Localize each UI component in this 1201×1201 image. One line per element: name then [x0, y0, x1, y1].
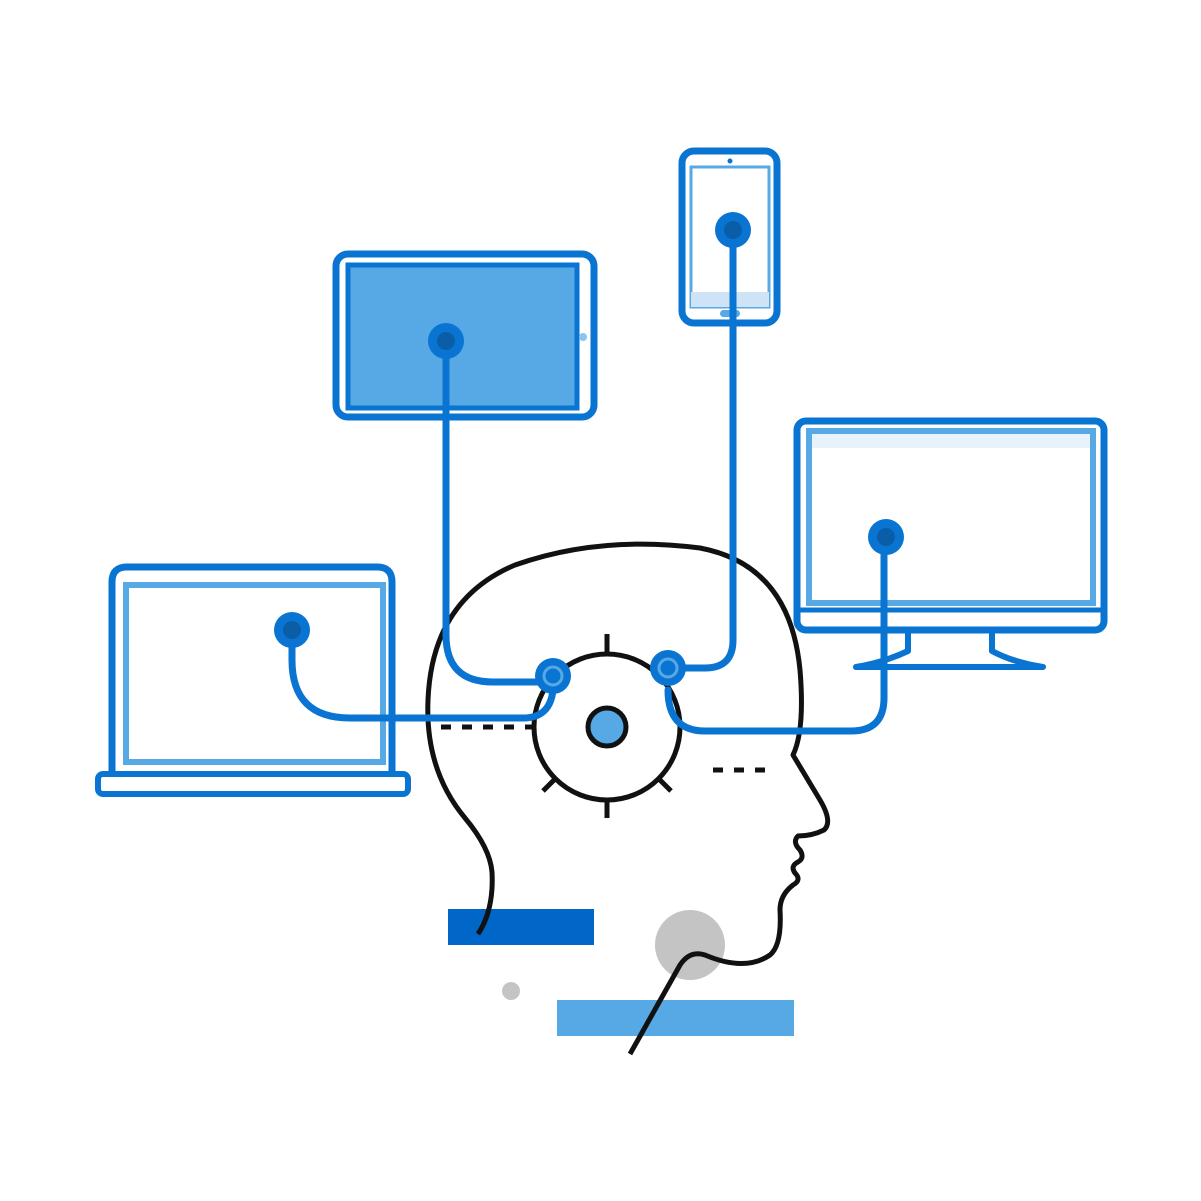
dotted-lines — [441, 724, 766, 773]
decor-bar-light — [557, 1000, 794, 1036]
wire-tablet — [442, 337, 557, 686]
node-tablet — [428, 323, 464, 359]
connection-nodes — [274, 212, 904, 694]
node-laptop — [274, 612, 310, 648]
desktop-monitor-icon — [793, 417, 1108, 670]
human-head-profile-icon — [425, 541, 831, 1056]
laptop-icon — [95, 563, 411, 797]
tablet-icon — [332, 250, 598, 421]
wire-phone — [666, 226, 737, 672]
connection-wires — [288, 226, 888, 735]
wire-monitor — [664, 533, 888, 735]
decor-dot-small — [502, 982, 520, 1000]
node-phone — [715, 212, 751, 248]
node-head-left — [535, 658, 571, 694]
decor-bar-dark — [448, 909, 594, 945]
node-monitor — [868, 519, 904, 555]
wire-laptop — [288, 628, 557, 722]
decor-dot-large — [655, 910, 725, 980]
node-head-right — [650, 650, 686, 686]
